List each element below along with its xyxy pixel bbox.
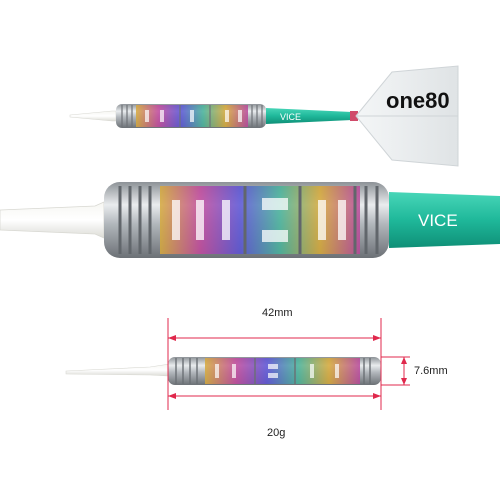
weight-label: 20g [267,427,286,439]
dimension-arrows [168,335,407,399]
shaft-brand-text: VICE [280,112,301,122]
closeup-barrel-rings [118,186,379,254]
dimension-lines [167,318,410,410]
barrel-rings [121,105,263,127]
dart-dimension-view [65,318,410,410]
closeup-soft-tip [0,201,105,239]
diameter-label: 7.6mm [414,365,448,377]
dart-closeup-view: one80 VICE [0,182,500,258]
flight-logo-text: one80 [386,88,450,113]
dart-full-view: VICE one80 [69,65,459,167]
soft-tip [69,110,117,122]
length-label: 42mm [262,307,293,319]
closeup-shaft [389,192,500,248]
shaft [266,108,352,124]
closeup-shaft-brand-text: VICE [418,211,458,230]
dimension-soft-tip [65,363,171,377]
